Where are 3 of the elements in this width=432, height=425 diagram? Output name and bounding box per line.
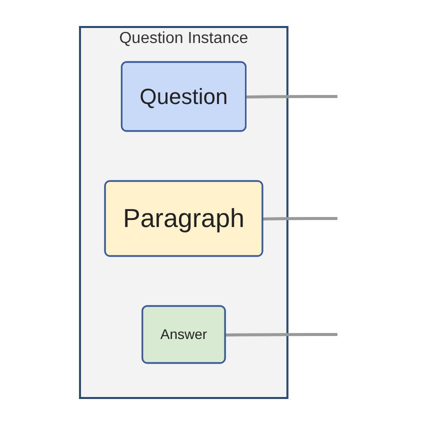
- connector: [246, 95, 338, 98]
- connector: [226, 333, 338, 336]
- connector: [263, 217, 338, 220]
